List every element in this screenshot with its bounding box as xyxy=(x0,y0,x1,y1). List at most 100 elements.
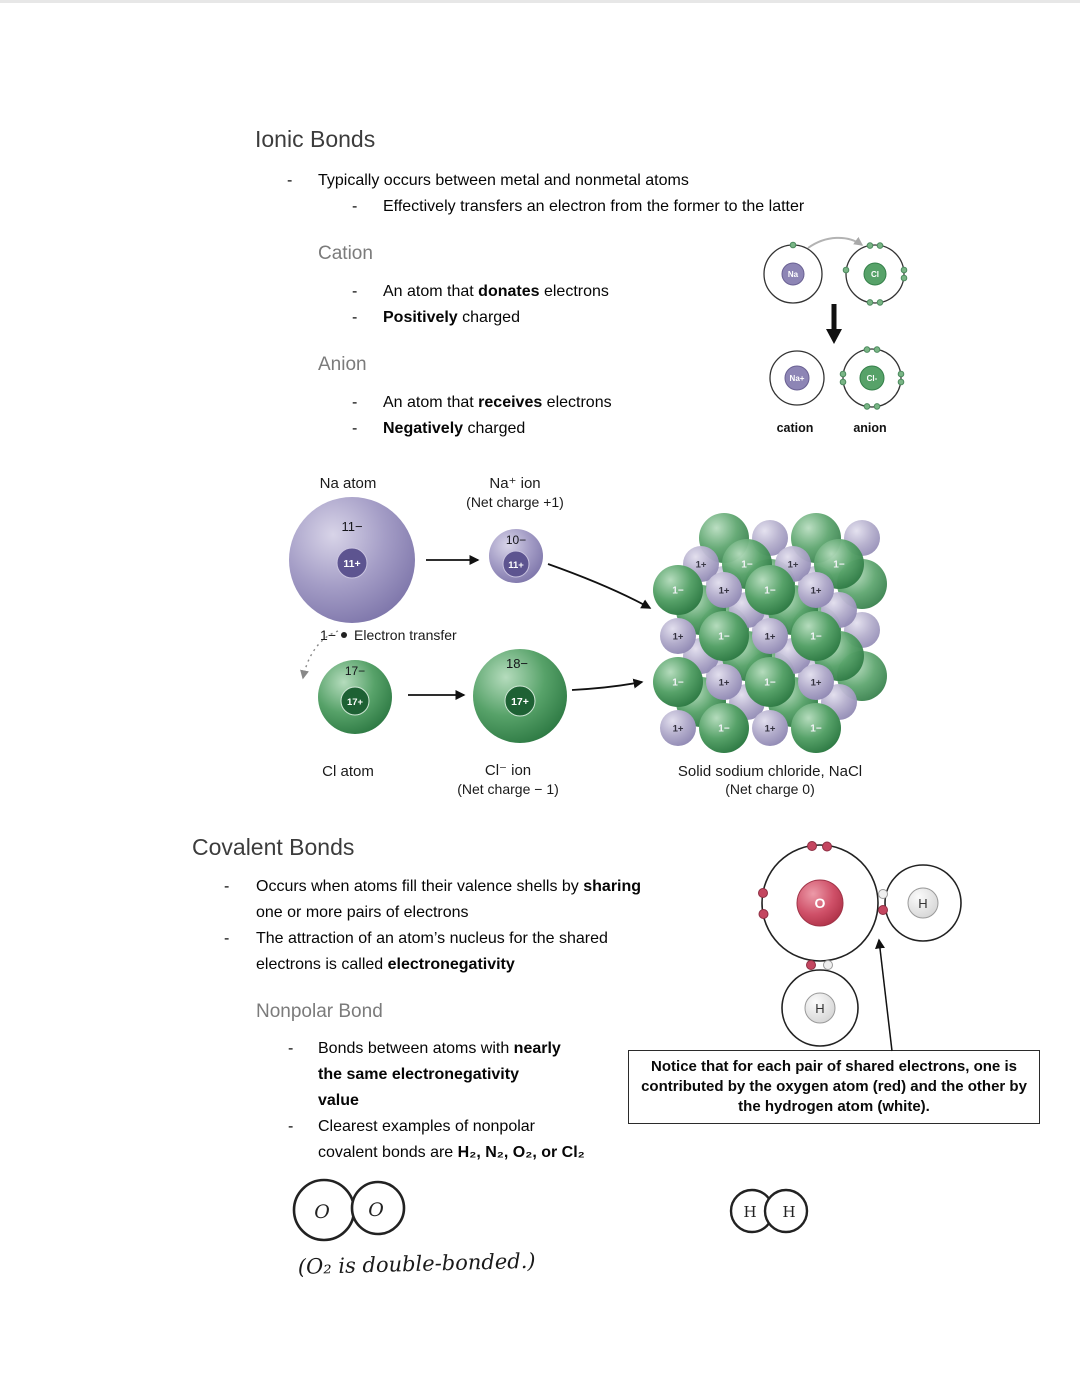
na-ion-nucleus xyxy=(784,365,810,391)
water-molecule-diagram: O H H xyxy=(758,841,962,1052)
o2-left-atom-label: O xyxy=(314,1201,330,1223)
lattice-charge-label: 1+ xyxy=(788,560,799,571)
h2-right-atom-label: H xyxy=(782,1203,795,1221)
cation-caption: cation xyxy=(777,421,814,435)
hydrogen-right-nucleus xyxy=(907,887,939,919)
oxygen-lone-pair-dots xyxy=(758,841,832,919)
oxygen-shell xyxy=(761,844,879,962)
list-item: - Effectively transfers an electron from… xyxy=(350,194,910,220)
cl-ion-nucleus xyxy=(859,365,885,391)
lattice-charge-label: 1− xyxy=(810,724,822,735)
list-item: - Typically occurs between metal and non… xyxy=(285,168,845,194)
ionic-bullet-list: - Typically occurs between metal and non… xyxy=(285,168,845,194)
electron-transfer-path xyxy=(300,630,339,680)
bullet-text: Positively charged xyxy=(383,309,520,326)
cation-bullet-list: - An atom that donates electrons - Posit… xyxy=(350,279,770,331)
bullet-marker: - xyxy=(352,283,358,300)
shared-electron-pair-right xyxy=(878,889,888,915)
cl-nucleus-label: Cl xyxy=(871,270,879,279)
bullet-marker: - xyxy=(352,420,358,437)
oxygen-nucleus xyxy=(796,879,844,927)
cl-electron-dots xyxy=(842,242,908,306)
cl-proton-count: 17+ xyxy=(347,697,364,708)
lattice-charge-label: 1+ xyxy=(765,724,776,735)
bullet-marker: - xyxy=(288,1118,294,1135)
cl-ion-to-lattice-arrow xyxy=(571,678,644,691)
na-ion-shell xyxy=(769,350,825,406)
lattice-charge-label: 1− xyxy=(718,632,730,643)
list-item: - Negatively charged xyxy=(350,416,770,442)
lattice-charge-label: 1− xyxy=(741,560,753,571)
o2-right-atom xyxy=(350,1180,406,1236)
cl-ion-shell xyxy=(842,348,902,408)
electron-charge-label: 1− xyxy=(320,627,336,643)
na-nucleus-label: Na xyxy=(788,270,799,279)
na-nucleus xyxy=(781,262,805,286)
list-item: - An atom that receives electrons xyxy=(350,390,770,416)
lattice-charge-label: 1+ xyxy=(719,678,730,689)
ion-formation-diagram: Na Cl Na+ Cl- cation anion xyxy=(763,236,908,435)
lattice-charge-label: 1+ xyxy=(673,632,684,643)
lattice-charge-label: 1+ xyxy=(673,724,684,735)
h2-left-atom-label: H xyxy=(743,1203,756,1221)
na-electron-count: 11− xyxy=(341,519,362,534)
list-item: - Positively charged xyxy=(350,305,770,331)
ionic-sub-bullet-list: - Effectively transfers an electron from… xyxy=(350,194,910,220)
lattice-charge-label: 1+ xyxy=(696,560,707,571)
list-item: - The attraction of an atom’s nucleus fo… xyxy=(222,926,722,978)
cl-ion-nucleus-label: Cl- xyxy=(867,374,878,383)
anion-heading: Anion xyxy=(318,354,367,375)
covalent-bonds-heading: Covalent Bonds xyxy=(192,834,355,860)
bullet-text: The attraction of an atom’s nucleus for … xyxy=(256,930,608,973)
bullet-marker: - xyxy=(288,1040,294,1057)
na-nucleus xyxy=(336,547,368,579)
callout-pointer-arrow xyxy=(875,938,893,1052)
lattice-charge-label: 1+ xyxy=(811,586,822,597)
list-item: - An atom that donates electrons xyxy=(350,279,770,305)
bullet-text: Effectively transfers an electron from t… xyxy=(383,198,805,215)
o2-right-atom-label: O xyxy=(368,1199,384,1221)
lattice-charge-label: 1− xyxy=(764,678,776,689)
o2-molecule-sketch: O O (O₂ is double-bonded.) xyxy=(292,1178,536,1279)
bullet-marker: - xyxy=(224,878,230,895)
hydrogen-bottom-label: H xyxy=(815,1001,824,1016)
bullet-marker: - xyxy=(287,172,293,189)
shared-electron-pair-bottom xyxy=(806,960,833,970)
bullet-marker: - xyxy=(352,198,358,215)
bullet-marker: - xyxy=(352,309,358,326)
lattice-charge-label: 1− xyxy=(810,632,822,643)
list-item: - Occurs when atoms fill their valence s… xyxy=(222,874,722,926)
na-proton-count: 11+ xyxy=(343,558,360,570)
cl-shell xyxy=(845,244,905,304)
anion-caption: anion xyxy=(853,421,886,435)
page-top-edge xyxy=(0,0,1080,3)
nacl-crystal-lattice: 1+ 1+ 1− 1− 1− 1− 1+ 1+ 1+ 1+ 1− 1− 1− 1… xyxy=(653,513,887,753)
hydrogen-right-shell xyxy=(884,864,962,942)
cl-nucleus xyxy=(863,262,887,286)
h2-molecule-sketch: H H xyxy=(729,1188,809,1234)
cl-ion-nucleus xyxy=(504,685,536,717)
cl-atom-label: Cl atom xyxy=(322,763,374,780)
sodium-chloride-formation-diagram: Na atom Na⁺ ion (Net charge +1) 11− 11+ … xyxy=(289,475,887,797)
na-ion-label: Na⁺ ion xyxy=(489,475,540,492)
bullet-text: Negatively charged xyxy=(383,420,526,437)
hydrogen-right-label: H xyxy=(918,896,927,911)
lattice-charge-label: 1− xyxy=(672,586,684,597)
na-atom-label: Na atom xyxy=(320,475,377,492)
cl-ion-electron-dots xyxy=(839,346,905,410)
ionic-bonds-heading: Ionic Bonds xyxy=(255,126,376,152)
hydrogen-bottom-shell xyxy=(781,969,859,1047)
electron-transfer-label: Electron transfer xyxy=(354,627,457,643)
covalent-bullet-list: - Occurs when atoms fill their valence s… xyxy=(222,874,722,978)
cl-ion-label: Cl⁻ ion xyxy=(485,762,531,779)
bullet-text: Typically occurs between metal and nonme… xyxy=(318,172,689,189)
lattice-charge-label: 1− xyxy=(672,678,684,689)
na-ion-charge-label: (Net charge +1) xyxy=(466,494,564,510)
cation-heading: Cation xyxy=(318,243,373,264)
nonpolar-bond-heading: Nonpolar Bond xyxy=(256,1001,383,1022)
lattice-front-layer: 1− 1− 1+ 1+ 1+ 1+ 1− 1− 1− 1− 1+ 1+ 1+ 1… xyxy=(653,565,841,753)
oxygen-label: O xyxy=(815,895,826,911)
